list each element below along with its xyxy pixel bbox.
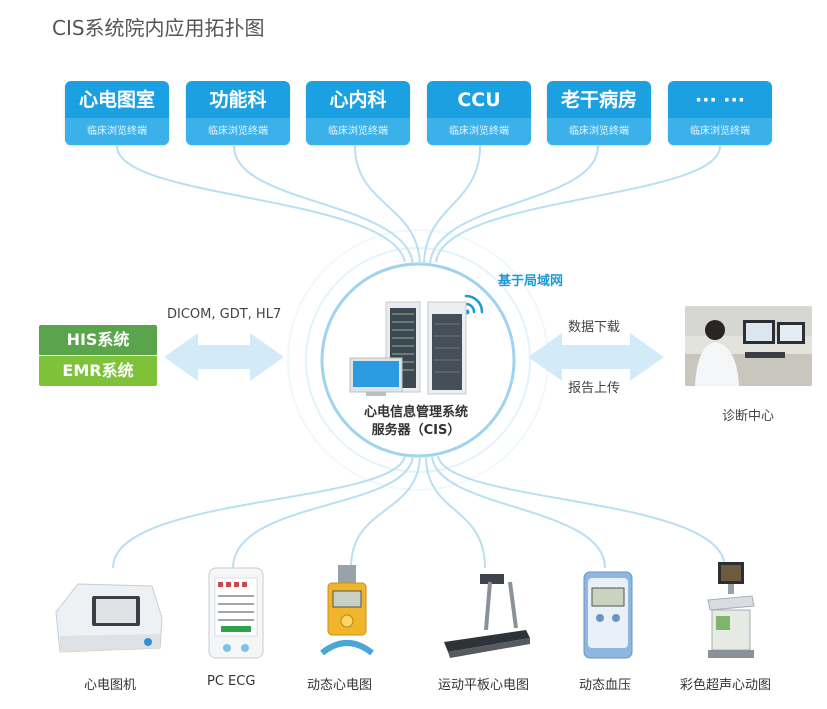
dept-sub: 临床浏览终端: [427, 118, 531, 145]
ecg-machine-icon: [55, 583, 163, 653]
upload-label: 报告上传: [568, 381, 621, 396]
dept-ccu[interactable]: CCU 临床浏览终端: [427, 81, 531, 145]
device-label-ecg-machine: 心电图机: [84, 678, 137, 693]
holter-icon: [320, 565, 374, 656]
server-label-line1: 心电信息管理系统: [363, 405, 468, 420]
dept-name: 心电图室: [78, 89, 155, 111]
device-label-pc-ecg: PC ECG: [207, 674, 256, 689]
ultrasound-icon: [707, 562, 755, 658]
protocols-label: DICOM, GDT, HL7: [167, 307, 282, 322]
his-system[interactable]: HIS系统: [39, 325, 157, 355]
dept-ecg-room[interactable]: 心电图室 临床浏览终端: [65, 81, 169, 145]
page-title: CIS系统院内应用拓扑图: [52, 16, 265, 40]
dept-name: CCU: [457, 89, 501, 111]
device-label-ultrasound: 彩色超声心动图: [680, 678, 772, 693]
dept-name: 心内科: [329, 89, 387, 111]
right-double-arrow: [528, 333, 664, 381]
server-label: 心电信息管理系统 服务器（CIS）: [346, 404, 486, 440]
dept-veteran-ward[interactable]: 老干病房 临床浏览终端: [547, 81, 651, 145]
dept-function[interactable]: 功能科 临床浏览终端: [186, 81, 290, 145]
diagnosis-center-photo: [685, 306, 812, 386]
diagnosis-center-label: 诊断中心: [722, 409, 775, 424]
dept-cardiology[interactable]: 心内科 临床浏览终端: [306, 81, 410, 145]
dept-sub: 临床浏览终端: [668, 118, 772, 145]
dept-sub: 临床浏览终端: [186, 118, 290, 145]
emr-system[interactable]: EMR系统: [39, 356, 157, 386]
device-label-treadmill: 运动平板心电图: [438, 678, 530, 693]
ambulatory-bp-icon: [583, 571, 633, 659]
dept-sub: 临床浏览终端: [65, 118, 169, 145]
treadmill-icon: [444, 574, 530, 658]
download-label: 数据下载: [568, 320, 621, 335]
network-label: 基于局域网: [498, 274, 564, 289]
dept-sub: 临床浏览终端: [547, 118, 651, 145]
server-label-line2: 服务器（CIS）: [371, 423, 461, 438]
pc-ecg-icon: [208, 567, 264, 659]
dept-name: ··· ···: [695, 89, 745, 111]
dept-name: 功能科: [209, 89, 267, 111]
dept-sub: 临床浏览终端: [306, 118, 410, 145]
server-icon: [349, 294, 484, 396]
device-label-holter: 动态心电图: [307, 678, 373, 693]
device-label-ambulatory-bp: 动态血压: [579, 678, 632, 693]
dept-name: 老干病房: [560, 89, 637, 111]
left-double-arrow: [164, 333, 284, 381]
dept-more[interactable]: ··· ··· 临床浏览终端: [668, 81, 772, 145]
